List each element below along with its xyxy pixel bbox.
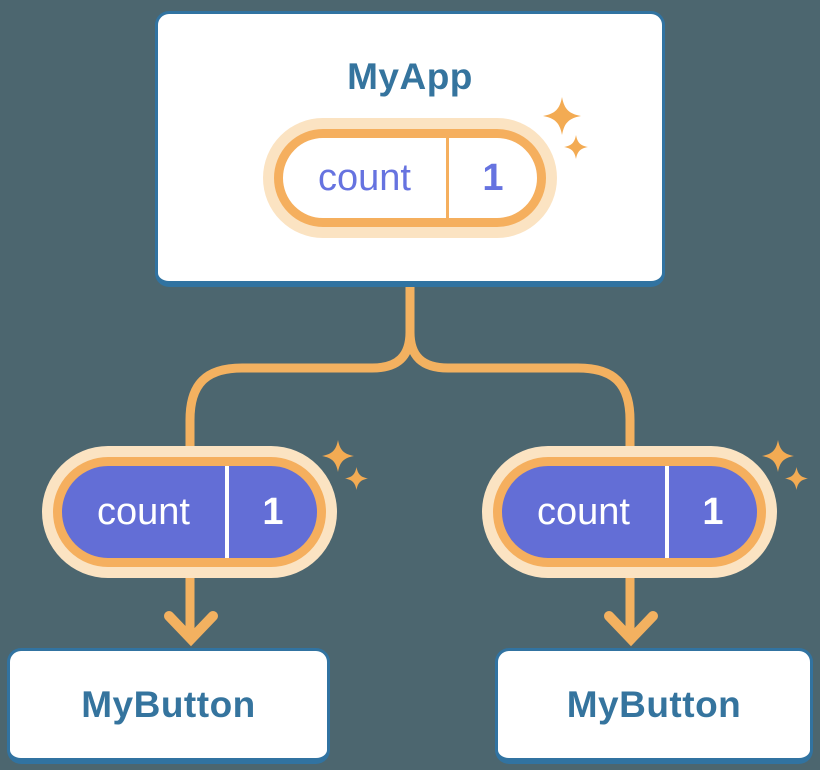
- sparkle-icon: [345, 467, 368, 490]
- connector-branch-left: [185, 284, 415, 636]
- state-name: count: [97, 490, 190, 533]
- child-component-card: MyButton: [7, 648, 330, 764]
- pill-divider: [446, 138, 449, 218]
- sparkle-icon: [543, 97, 581, 135]
- pill-divider: [225, 466, 229, 558]
- arrow-down-icon: [604, 611, 658, 647]
- sparkle-icon: [322, 440, 354, 472]
- root-state-pill: count 1: [274, 129, 546, 227]
- sparkle-icon: [762, 440, 794, 472]
- state-value: 1: [262, 490, 284, 533]
- arrow-down-icon: [164, 611, 218, 647]
- state-name: count: [318, 156, 411, 199]
- child-state-pill: count 1: [53, 457, 326, 567]
- child-component-title: MyButton: [566, 683, 742, 725]
- pill-divider: [665, 466, 669, 558]
- child-state-pill: count 1: [493, 457, 766, 567]
- connector-branch-right: [405, 284, 635, 636]
- state-name: count: [537, 490, 630, 533]
- sparkle-icon: [564, 135, 588, 159]
- state-value: 1: [482, 156, 504, 199]
- state-value: 1: [702, 490, 724, 533]
- root-component-title: MyApp: [347, 56, 473, 97]
- sparkle-icon: [785, 467, 808, 490]
- child-component-title: MyButton: [81, 683, 256, 725]
- child-component-card: MyButton: [495, 648, 813, 764]
